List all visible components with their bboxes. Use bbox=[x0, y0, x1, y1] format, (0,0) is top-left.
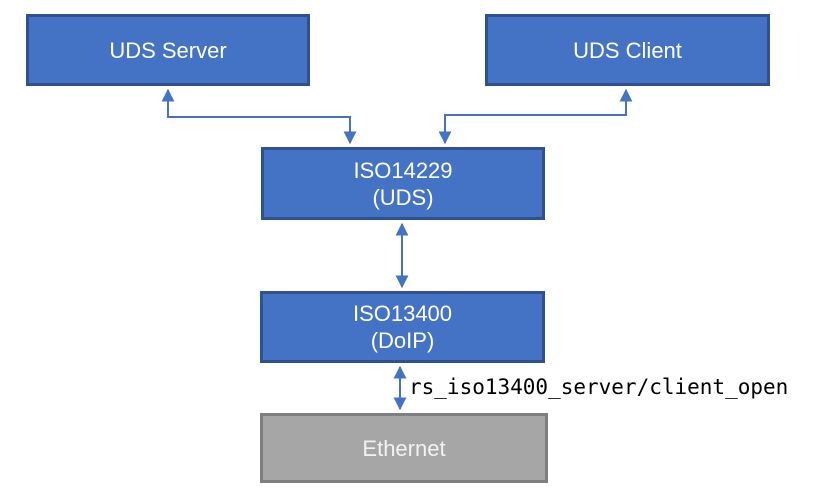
edge-label-rs-iso13400-open: rs_iso13400_server/client_open bbox=[409, 375, 789, 399]
node-uds-client: UDS Client bbox=[485, 14, 770, 86]
node-iso14229-uds: ISO14229 (UDS) bbox=[261, 147, 545, 220]
node-uds-server: UDS Server bbox=[26, 14, 310, 86]
connector-udsclient-iso14229-arrow bbox=[438, 88, 633, 145]
connector-udsserver-iso14229-arrow bbox=[161, 88, 357, 145]
node-iso13400-doip: ISO13400 (DoIP) bbox=[260, 291, 545, 363]
node-ethernet: Ethernet bbox=[260, 413, 548, 483]
